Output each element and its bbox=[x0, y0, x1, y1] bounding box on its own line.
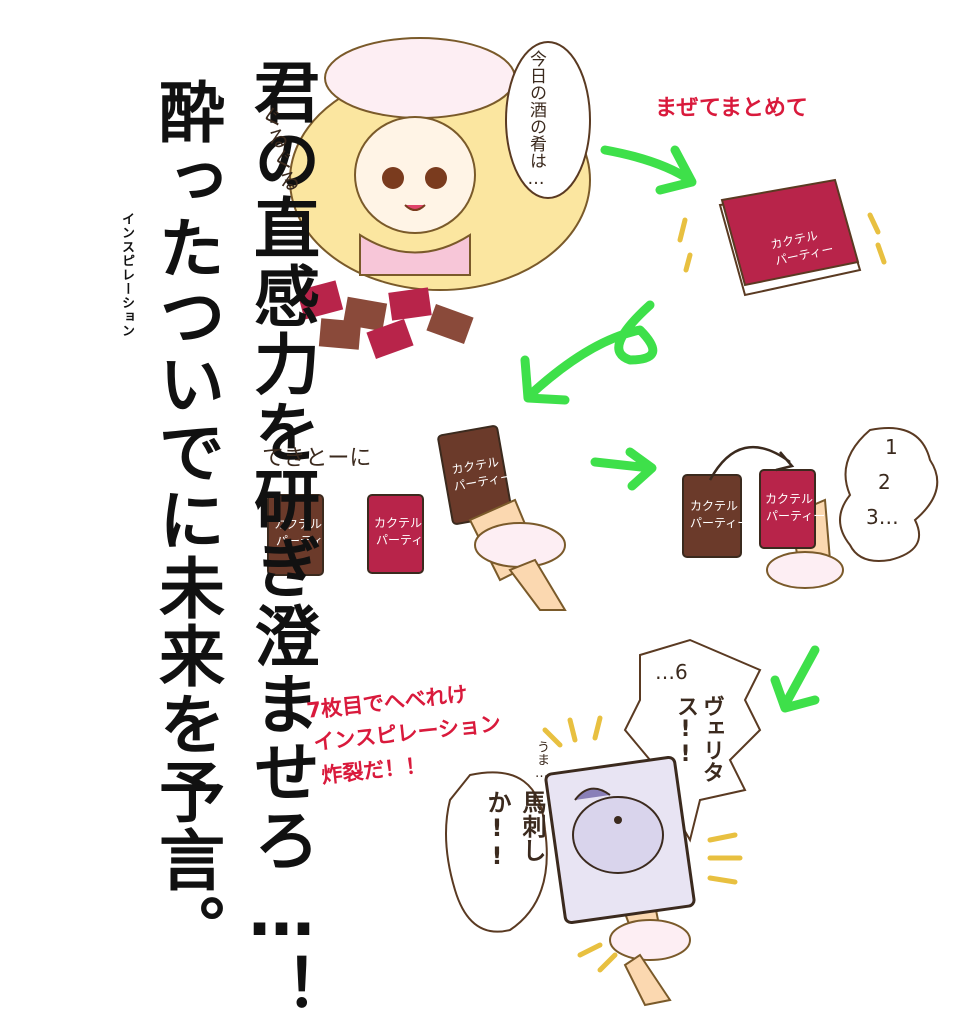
svg-text:カクテル: カクテル bbox=[374, 516, 422, 530]
svg-text:パーティー: パーティー bbox=[766, 509, 825, 523]
caption-random: てきとーに bbox=[262, 446, 372, 471]
svg-text:カクテル: カクテル bbox=[765, 492, 813, 506]
shake-lines bbox=[677, 212, 887, 273]
speech-veritas: ヴェリタス!! bbox=[673, 695, 724, 783]
count-3: 3… bbox=[866, 505, 899, 529]
svg-text:カクテル: カクテル bbox=[690, 499, 738, 513]
headline-line1: 酔ったついでに未来を予言。 bbox=[148, 78, 225, 962]
speech-basashi: 馬刺しか!! bbox=[483, 790, 546, 870]
basashi-bubble bbox=[445, 771, 548, 933]
headline-ruby: インスピレーション bbox=[119, 212, 134, 338]
headline-line2: 君の直感力を研ぎ澄ませろ…！ bbox=[243, 58, 320, 1021]
svg-text:パーティー: パーティー bbox=[376, 533, 435, 547]
horse-card bbox=[544, 755, 696, 925]
card-row: カクテル パーティー カクテル パーティー カクテル パーティー bbox=[267, 425, 513, 576]
thought-bubble bbox=[839, 427, 939, 562]
caption-shuffle: まぜてまとめて bbox=[655, 96, 808, 121]
card-pair: カクテル パーティー カクテル パーティー bbox=[682, 446, 825, 558]
count-2: 2 bbox=[878, 470, 891, 494]
speech-uma: うま… bbox=[534, 740, 549, 781]
svg-text:パーティー: パーティー bbox=[276, 534, 335, 548]
hands bbox=[468, 498, 844, 1007]
speech-tonight: 今日の酒の肴は… bbox=[526, 50, 546, 189]
count-1: 1 bbox=[885, 435, 898, 459]
accent-strokes bbox=[542, 715, 743, 973]
svg-text:カクテル: カクテル bbox=[274, 517, 322, 531]
speech-bubble-tonight bbox=[505, 41, 591, 199]
card-deck: カクテル パーティー bbox=[718, 178, 862, 297]
scattered-cards bbox=[296, 280, 474, 359]
svg-text:パーティー: パーティー bbox=[690, 516, 749, 530]
count-6: …6 bbox=[655, 660, 688, 684]
flow-arrows bbox=[520, 145, 820, 713]
